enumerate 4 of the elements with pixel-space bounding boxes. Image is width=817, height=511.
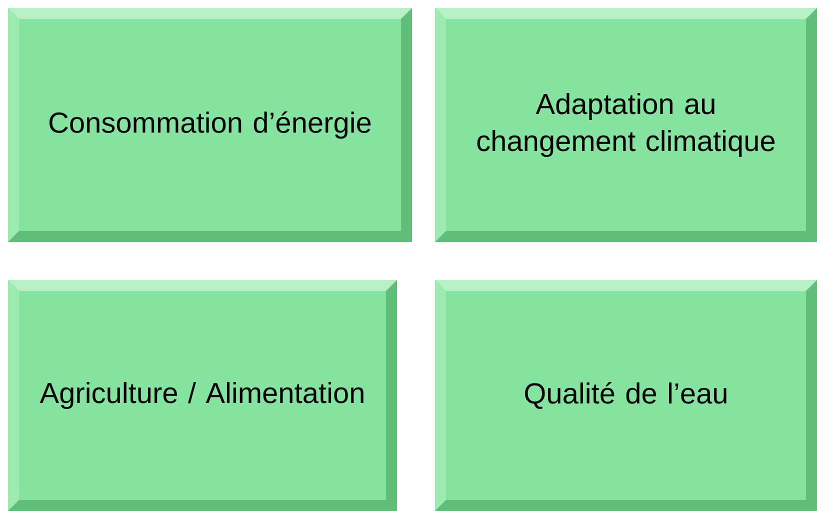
process-box: Qualité de l’eau [435,280,817,511]
process-box: Adaptation au changement climatique [435,8,817,242]
process-box: Consommation d’énergie [8,8,412,242]
process-box: Agriculture / Alimentation [8,280,397,511]
